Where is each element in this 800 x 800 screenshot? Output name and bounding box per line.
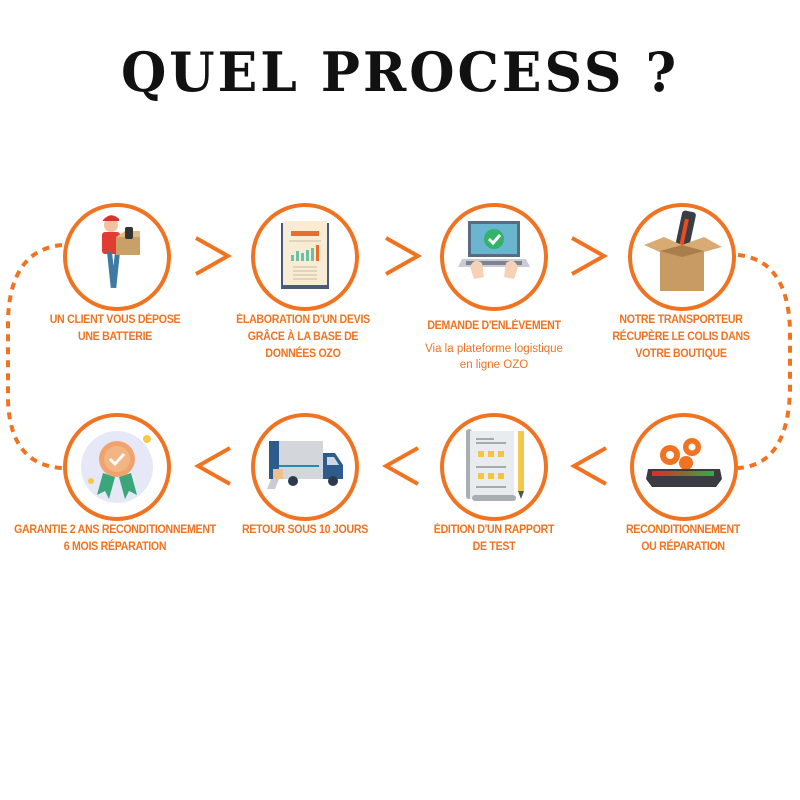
label-line: VOTRE BOUTIQUE — [635, 348, 727, 360]
step-7-label: RETOUR SOUS 10 JOURS — [199, 522, 411, 539]
arrow-right-icon — [385, 236, 422, 276]
person-carrying-box-icon — [102, 215, 140, 289]
label-line: ÉLABORATION D'UN DEVIS — [236, 314, 370, 326]
right-dashed-connector — [737, 253, 792, 470]
step-1-circle — [63, 203, 171, 311]
label-line: NOTRE TRANSPORTEUR — [619, 314, 743, 326]
label-line: UNE BATTERIE — [77, 331, 153, 343]
label-line: DEMANDE D'ENLÈVEMENT — [427, 320, 561, 332]
step-6-circle — [440, 413, 548, 521]
step-3-sublabel: Via la plateforme logistique en ligne OZ… — [379, 341, 609, 373]
step-3-circle — [440, 203, 548, 311]
delivery-truck-icon — [267, 441, 343, 489]
sub-line: Via la plateforme logistique — [425, 343, 563, 355]
warranty-rosette-icon — [81, 431, 153, 503]
test-report-checklist-icon — [466, 429, 524, 501]
label-line: OU RÉPARATION — [641, 541, 725, 553]
arrow-right-icon — [195, 236, 232, 276]
step-7-circle — [251, 413, 359, 521]
left-dashed-connector — [6, 243, 63, 470]
label-line: ÉDITION D'UN RAPPORT — [433, 524, 555, 536]
label-line: 6 MOIS RÉPARATION — [63, 541, 167, 553]
battery-in-box-icon — [644, 210, 722, 291]
step-2-circle — [251, 203, 359, 311]
arrow-right-icon — [571, 236, 608, 276]
arrow-left-icon — [382, 446, 419, 486]
quote-document-chart-icon — [281, 221, 329, 289]
step-5-circle — [630, 413, 738, 521]
sub-line: en ligne OZO — [459, 359, 529, 371]
page-title: QUEL PROCESS ? — [120, 40, 680, 105]
label-line: RECONDITIONNEMENT — [625, 524, 741, 536]
step-5-label: RECONDITIONNEMENT OU RÉPARATION — [577, 522, 789, 556]
step-3-label: DEMANDE D'ENLÈVEMENT — [388, 318, 600, 335]
label-line: DE TEST — [472, 541, 516, 553]
arrow-left-icon — [194, 446, 231, 486]
label-line: GRÂCE À LA BASE DE — [247, 331, 359, 343]
battery-gears-icon — [646, 438, 722, 487]
step-4-label: NOTRE TRANSPORTEUR RÉCUPÈRE LE COLIS DAN… — [575, 312, 787, 363]
step-4-circle — [628, 203, 736, 311]
label-line: RÉCUPÈRE LE COLIS DANS — [612, 331, 750, 343]
label-line: UN CLIENT VOUS DÉPOSE — [49, 314, 181, 326]
step-2-label: ÉLABORATION D'UN DEVIS GRÂCE À LA BASE D… — [197, 312, 409, 363]
arrow-left-icon — [570, 446, 607, 486]
laptop-checkmark-icon — [458, 221, 530, 279]
step-6-label: ÉDITION D'UN RAPPORT DE TEST — [388, 522, 600, 556]
label-line: GARANTIE 2 ANS RECONDITIONNEMENT — [14, 524, 216, 536]
step-8-circle — [63, 413, 171, 521]
step-1-label: UN CLIENT VOUS DÉPOSE UNE BATTERIE — [9, 312, 221, 346]
label-line: RETOUR SOUS 10 JOURS — [242, 524, 368, 536]
step-8-label: GARANTIE 2 ANS RECONDITIONNEMENT 6 MOIS … — [9, 522, 221, 556]
label-line: DONNÉES OZO — [265, 348, 341, 360]
